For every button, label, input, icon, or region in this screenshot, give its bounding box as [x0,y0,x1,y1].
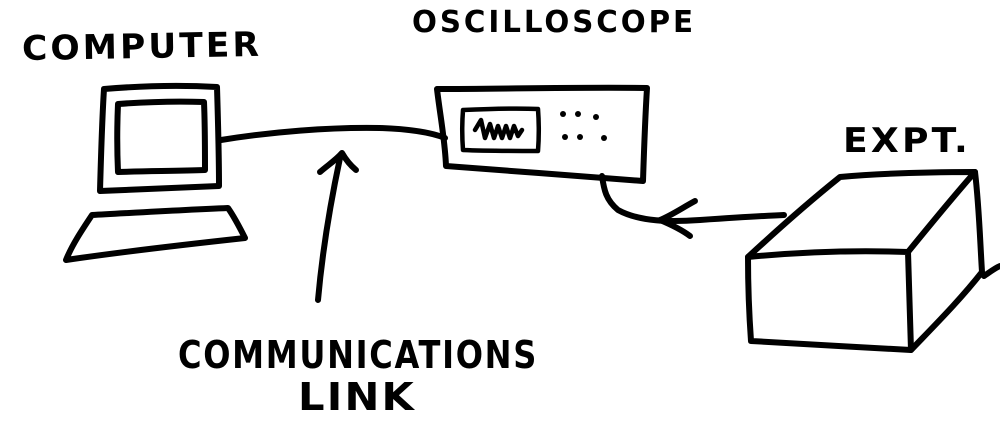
communications-cable [218,124,448,143]
signal-cable [599,173,787,239]
communications-arrow [315,150,359,303]
computer: COMPUTER [22,25,263,263]
oscilloscope: OSCILLOSCOPE [412,5,696,184]
experiment-label: EXPT. [843,121,971,161]
computer-label: COMPUTER [22,25,263,69]
experiment: EXPT. [745,121,1000,353]
box-top-face [745,169,978,260]
communications-link-label: COMMUNICATIONS LINK [178,333,538,419]
scope-controls [560,111,607,141]
monitor-outline [97,82,222,194]
scope-screen [460,106,541,154]
scope-body [434,84,650,184]
box-edge-extension [981,263,1000,279]
scope-waveform [472,117,525,141]
keyboard [63,205,248,263]
box-right-face [908,169,985,353]
communications-label-line1: COMMUNICATIONS [178,333,538,377]
oscilloscope-label: OSCILLOSCOPE [412,5,696,40]
box-front-face [745,248,914,353]
monitor-screen [114,98,208,175]
communications-label-line2: LINK [298,375,416,419]
